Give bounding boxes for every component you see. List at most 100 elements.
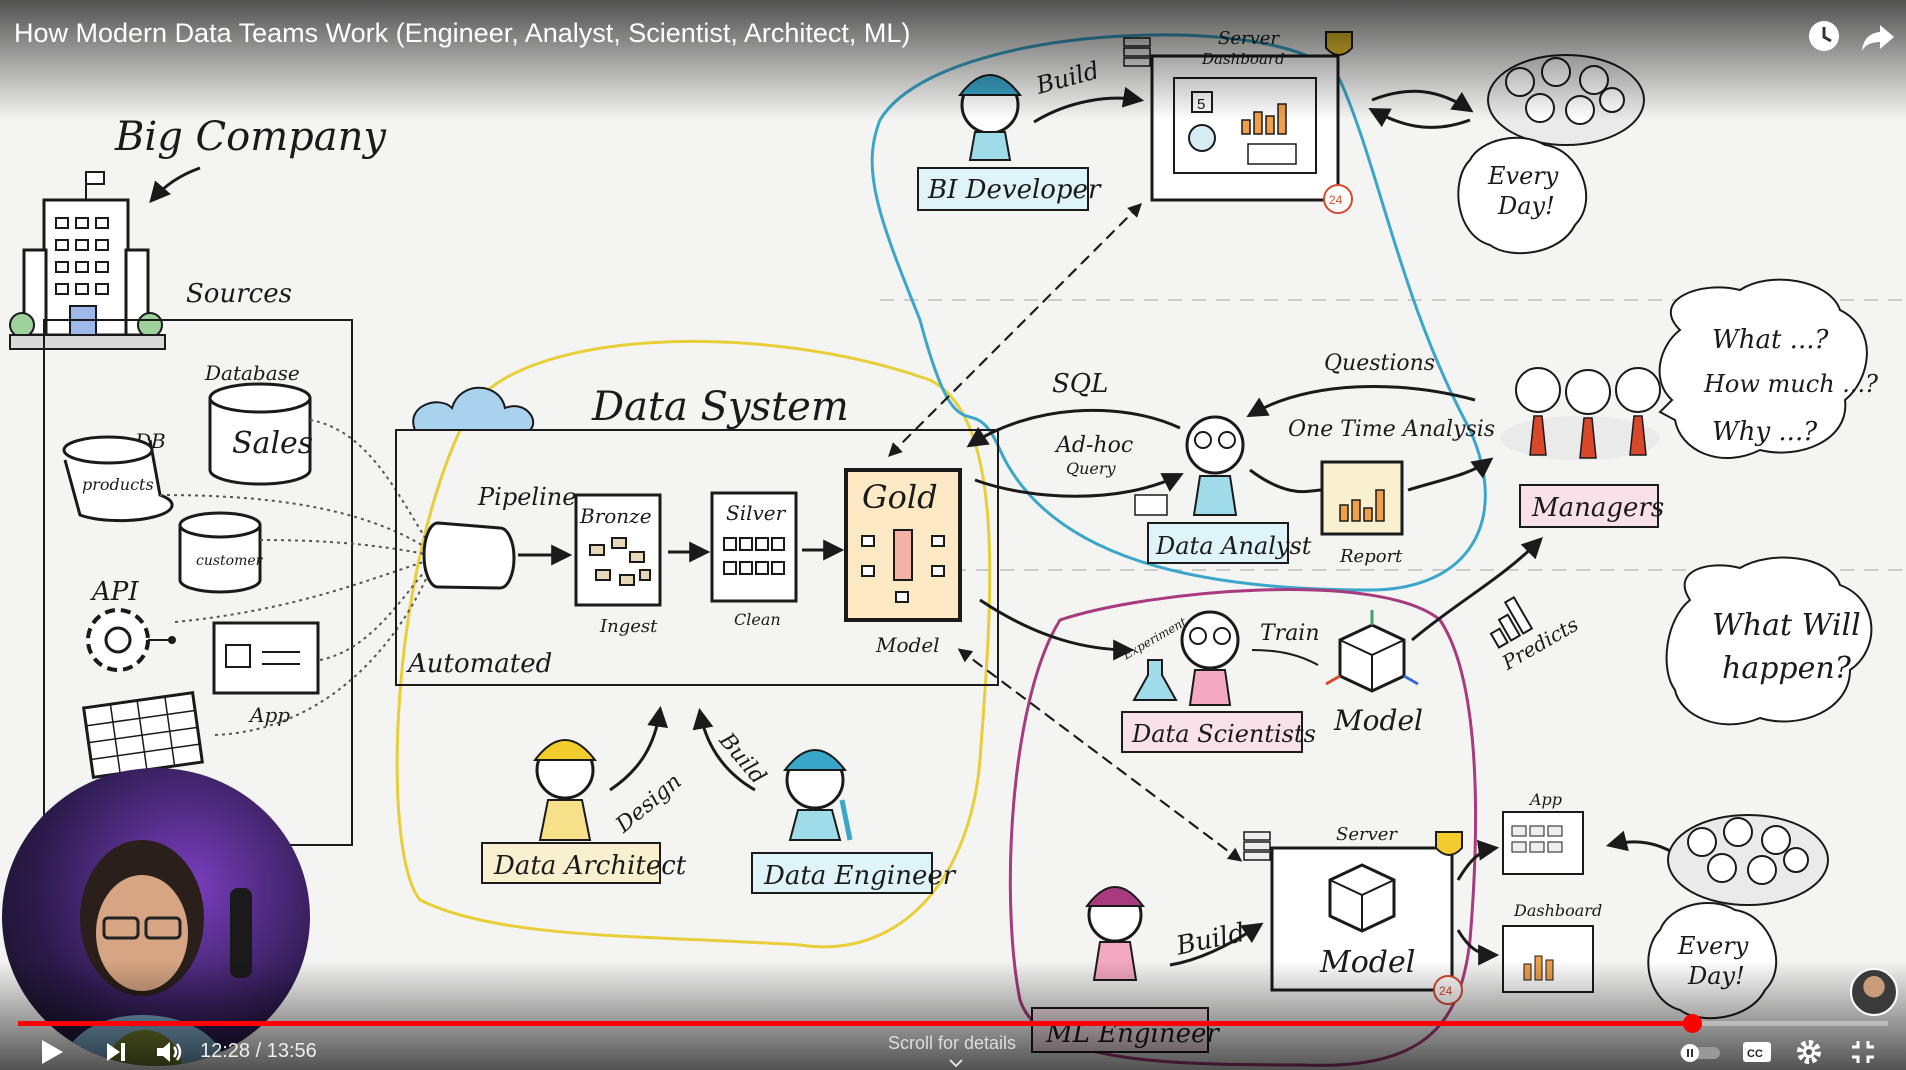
svg-text:customer: customer [196, 553, 264, 569]
managers-group [1500, 367, 1661, 460]
scroll-for-details[interactable]: Scroll for details [888, 1033, 1016, 1054]
data-architect-figure [532, 739, 598, 841]
time-separator: / [255, 1040, 262, 1062]
questions-bubble: What ...? How much ...? Why ...? [1658, 278, 1878, 460]
svg-text:Ingest: Ingest [599, 616, 658, 637]
autoplay-toggle-icon[interactable] [1678, 1040, 1722, 1066]
cc-icon[interactable]: CC [1740, 1038, 1774, 1066]
data-engineer-label: Data Engineer [763, 861, 957, 891]
cloud-icon [412, 386, 535, 431]
what-will-happen-bubble: What Will happen? [1665, 556, 1873, 726]
users-crowd-top [1487, 54, 1645, 146]
volume-icon[interactable] [152, 1036, 186, 1068]
svg-text:Dashboard: Dashboard [1201, 50, 1285, 68]
engineering-team-loop [395, 339, 992, 949]
scroll-hint-label: Scroll for details [888, 1033, 1017, 1053]
bronze-layer: Bronze Ingest [574, 493, 662, 637]
svg-text:Bronze: Bronze [579, 504, 652, 528]
bi-developer-label: BI Developer [927, 175, 1102, 205]
svg-text:Silver: Silver [726, 501, 787, 525]
every-day-bubble-bottom: Every Day! [1647, 901, 1778, 1020]
ml-server: Server Model 24 [1243, 824, 1463, 1005]
time-total: 13:56 [266, 1040, 317, 1062]
data-engineer-figure [782, 749, 853, 841]
experiment-label: Experiment [1120, 615, 1189, 663]
svg-text:Every: Every [1677, 932, 1749, 960]
video-title[interactable]: How Modern Data Teams Work (Engineer, An… [14, 18, 911, 48]
big-company-title: Big Company [114, 114, 387, 160]
one-time-analysis-label: One Time Analysis [1288, 417, 1495, 442]
bi-developer-figure [957, 74, 1023, 161]
svg-text:Clean: Clean [734, 610, 781, 629]
channel-avatar[interactable] [1850, 968, 1898, 1016]
ml-dashboard-output: Dashboard [1502, 901, 1602, 993]
data-system-title: Data System [591, 384, 849, 430]
build-bi-label: Build [1032, 56, 1102, 100]
svg-text:What ...?: What ...? [1712, 325, 1829, 355]
api-gear-icon [86, 608, 176, 672]
ml-engineer-figure [1085, 886, 1145, 981]
progress-played [18, 1021, 1692, 1026]
ml-team-loop [1008, 588, 1478, 1067]
pipeline-icon [422, 521, 516, 590]
svg-text:Why ...?: Why ...? [1712, 417, 1818, 447]
automated-label: Automated [406, 649, 552, 679]
company-building-icon [9, 171, 166, 350]
time-display: 12:28 / 13:56 [200, 1040, 317, 1063]
svg-text:Day!: Day! [1497, 192, 1555, 220]
progress-bar[interactable] [18, 1014, 1888, 1033]
report-icon: Report [1320, 460, 1404, 567]
svg-text:Database: Database [204, 361, 300, 385]
scrubber-handle[interactable] [1682, 1014, 1702, 1033]
adhoc-label-1: Ad-hoc [1054, 433, 1133, 458]
next-icon[interactable] [100, 1036, 132, 1068]
svg-text:happen?: happen? [1722, 651, 1852, 686]
svg-text:Server: Server [1218, 28, 1280, 49]
svg-text:Dashboard: Dashboard [1513, 901, 1602, 920]
gold-layer: Gold Model [844, 468, 962, 657]
clock-icon[interactable] [1804, 16, 1844, 56]
train-label: Train [1260, 621, 1320, 646]
svg-text:Every: Every [1487, 162, 1559, 190]
play-icon[interactable] [36, 1036, 68, 1068]
gear-icon[interactable] [1792, 1036, 1826, 1068]
managers-label: Managers [1531, 493, 1664, 523]
svg-text:App: App [1528, 790, 1562, 809]
time-current: 12:28 [200, 1040, 251, 1062]
fullscreen-icon[interactable] [1846, 1036, 1880, 1068]
questions-label: Questions [1324, 351, 1435, 376]
svg-text:How much ...?: How much ...? [1703, 370, 1878, 398]
model-cube-icon-ds [1325, 610, 1419, 693]
chevron-down-icon[interactable] [946, 1056, 966, 1070]
products-database-icon: DB products [62, 429, 174, 523]
data-analyst-figure [1185, 415, 1245, 516]
share-arrow-icon[interactable] [1858, 16, 1898, 56]
bi-dashboard-server: Server Dashboard 5 24 [1123, 28, 1353, 214]
svg-text:Gold: Gold [862, 478, 938, 516]
svg-text:Model: Model [875, 633, 940, 657]
svg-text:App: App [248, 703, 290, 727]
sales-database-icon: Database Sales [204, 361, 313, 486]
sql-label: SQL [1052, 369, 1108, 399]
svg-text:Report: Report [1339, 546, 1403, 567]
svg-text:products: products [82, 475, 154, 494]
svg-text:Server: Server [1336, 824, 1398, 845]
silver-layer: Silver Clean [710, 491, 798, 629]
svg-text:5: 5 [1197, 96, 1205, 113]
ml-app-output: App [1502, 790, 1584, 875]
svg-text:Sales: Sales [232, 426, 313, 461]
model-ds-label: Model [1333, 704, 1423, 737]
data-scientists-label: Data Scientists [1131, 720, 1316, 748]
pipeline-label: Pipeline [477, 483, 576, 511]
app-source-icon: App [212, 621, 320, 727]
spreadsheet-icon [81, 690, 205, 780]
svg-text:Model: Model [1319, 945, 1415, 980]
svg-text:What Will: What Will [1712, 608, 1861, 643]
data-architect-label: Data Architect [493, 851, 687, 881]
customer-database-icon: customer [178, 511, 264, 594]
every-day-bubble-top: Every Day! [1457, 136, 1588, 255]
api-label: API [90, 577, 139, 607]
users-crowd-bottom [1667, 814, 1829, 906]
sources-label: Sources [186, 279, 292, 309]
